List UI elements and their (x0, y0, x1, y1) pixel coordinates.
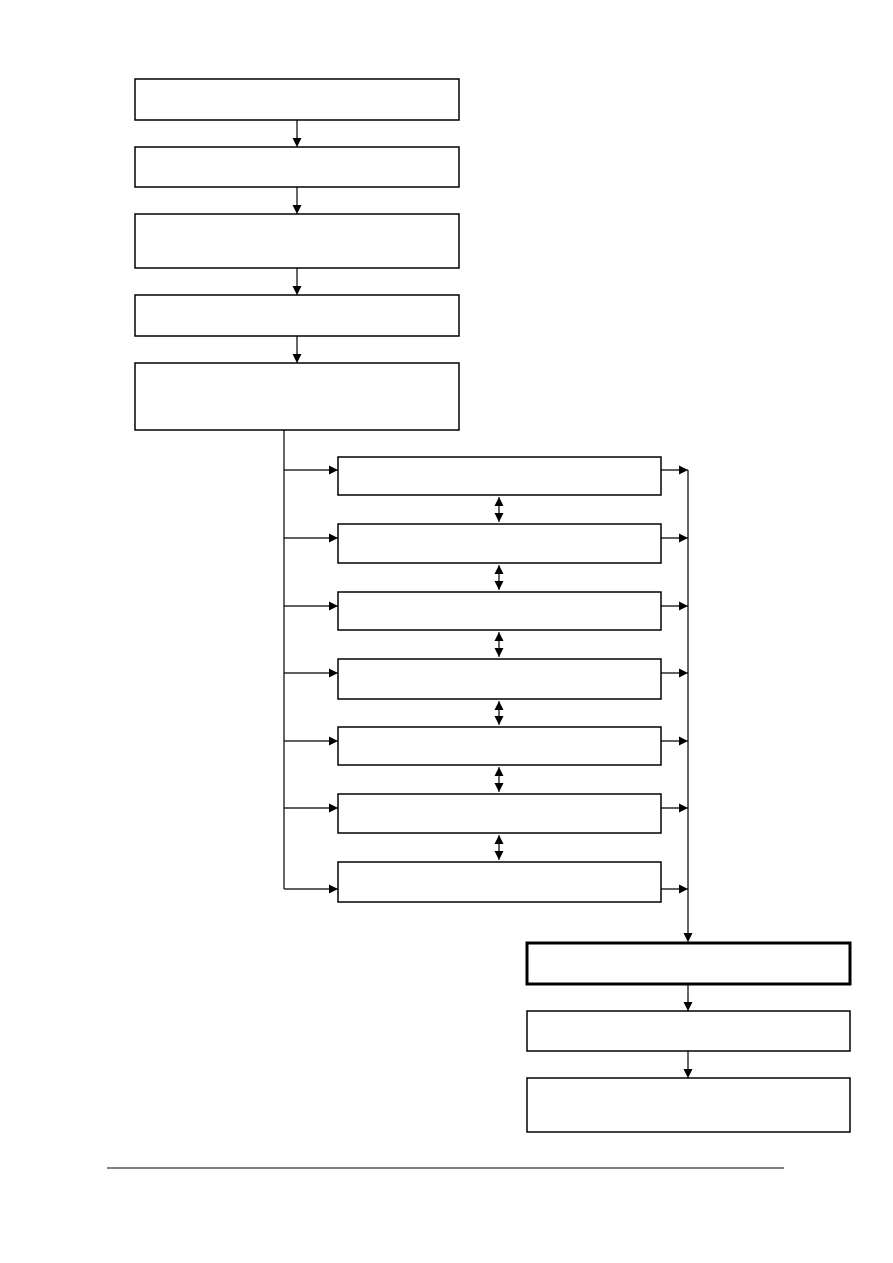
bottom-box-2 (526, 1010, 851, 1052)
step-box-6 (337, 793, 662, 834)
top-box-5 (134, 362, 460, 431)
step-box-2 (337, 523, 662, 564)
step-box-7 (337, 861, 662, 903)
step-box-4 (337, 658, 662, 700)
top-box-2 (134, 146, 460, 188)
step-box-5 (337, 726, 662, 766)
bottom-box-3 (526, 1077, 851, 1133)
step-box-1 (337, 456, 662, 496)
top-box-3 (134, 213, 460, 269)
top-box-4 (134, 294, 460, 337)
bottom-box-1 (525, 941, 852, 986)
step-box-3 (337, 591, 662, 631)
top-box-1 (134, 78, 460, 121)
